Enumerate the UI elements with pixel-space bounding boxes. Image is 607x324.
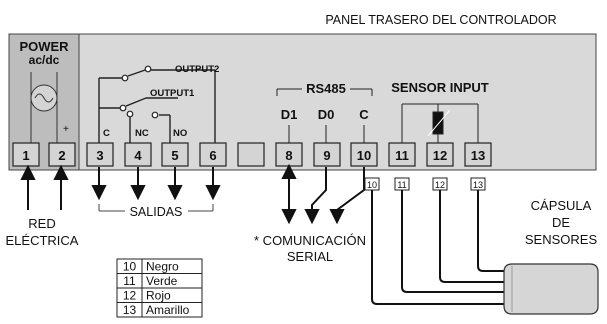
salidas-bracket bbox=[98, 204, 214, 212]
terminal-label: 5 bbox=[171, 148, 178, 163]
rs485-arrows bbox=[281, 163, 365, 225]
capsula-label-line2: DE bbox=[552, 215, 570, 230]
output-arrows bbox=[91, 167, 221, 201]
wire-tags: 10 11 12 13 bbox=[364, 177, 486, 191]
wire-tag-11: 11 bbox=[394, 177, 410, 191]
wire-number: 12 bbox=[123, 289, 137, 303]
wire-color: Negro bbox=[146, 260, 179, 274]
terminal-5: 5 bbox=[161, 142, 189, 167]
relay-nc-label: NC bbox=[135, 128, 149, 139]
wire-tag-13: 13 bbox=[470, 177, 486, 191]
sensor-symbol-icon bbox=[401, 103, 479, 143]
comunicacion-label-line1: * COMUNICACIÓN bbox=[254, 233, 366, 248]
ac-symbol-icon bbox=[30, 72, 58, 143]
red-label-line1: RED bbox=[28, 216, 55, 231]
table-row: 12 Rojo bbox=[123, 289, 171, 303]
capsula-label-line3: SENSORES bbox=[525, 232, 598, 247]
relay-no-label: NO bbox=[173, 128, 187, 139]
terminal-label: 2 bbox=[58, 148, 65, 163]
relay-contacts bbox=[98, 68, 216, 143]
rs485-pin-ticks bbox=[288, 125, 365, 143]
terminal-label: 1 bbox=[22, 148, 29, 163]
wire-tag-label: 13 bbox=[473, 180, 483, 190]
terminal-1: 1 bbox=[12, 142, 40, 167]
rs485-d0-label: D0 bbox=[318, 107, 335, 122]
terminal-blank bbox=[237, 142, 265, 167]
wire-color: Rojo bbox=[146, 289, 171, 303]
terminal-label: 10 bbox=[357, 148, 371, 163]
wire-color: Verde bbox=[146, 274, 178, 288]
power-input-arrows bbox=[20, 164, 69, 210]
rs485-c-label: C bbox=[359, 107, 369, 122]
capsula-label-line1: CÁPSULA bbox=[531, 198, 592, 213]
output2-label: OUTPUT2 bbox=[175, 64, 219, 75]
terminal-13: 13 bbox=[464, 142, 492, 167]
wire-color-table: 10 Negro 11 Verde 12 Rojo 13 Amarillo bbox=[116, 258, 203, 318]
power-subtitle: ac/dc bbox=[29, 53, 60, 67]
terminal-10: 10 bbox=[350, 142, 378, 167]
terminal-label: 13 bbox=[471, 148, 485, 163]
sensor-capsule bbox=[503, 263, 599, 315]
rs485-title: RS485 bbox=[306, 81, 346, 96]
terminal-4: 4 bbox=[124, 142, 152, 167]
terminal-6: 6 bbox=[199, 142, 227, 167]
terminal-11: 11 bbox=[388, 142, 416, 167]
terminal-label: 9 bbox=[323, 148, 330, 163]
wire-number: 11 bbox=[123, 274, 136, 288]
power-plus-sign: + bbox=[63, 124, 69, 135]
terminal-label: 12 bbox=[433, 148, 447, 163]
wire-tag-10: 10 bbox=[364, 177, 380, 191]
relay-contact-dots bbox=[119, 65, 159, 119]
wire-tag-label: 12 bbox=[435, 180, 445, 190]
diagram-title: PANEL TRASERO DEL CONTROLADOR bbox=[325, 13, 556, 27]
comunicacion-label-line2: SERIAL bbox=[287, 249, 333, 264]
power-title: POWER bbox=[19, 39, 69, 54]
wire-number: 10 bbox=[123, 260, 137, 274]
terminal-2: 2 bbox=[48, 142, 76, 167]
rs485-d1-label: D1 bbox=[281, 107, 298, 122]
wire-tag-label: 11 bbox=[397, 180, 406, 190]
salidas-label: SALIDAS bbox=[130, 205, 183, 219]
sensor-input-title: SENSOR INPUT bbox=[391, 80, 489, 95]
table-row: 10 Negro bbox=[123, 260, 179, 274]
wire-color: Amarillo bbox=[146, 303, 190, 317]
table-row: 13 Amarillo bbox=[123, 303, 190, 317]
wire-tag-12: 12 bbox=[432, 177, 448, 191]
terminal-label: 3 bbox=[96, 148, 103, 163]
terminal-label: 6 bbox=[209, 148, 216, 163]
rs485-bracket bbox=[276, 88, 373, 96]
terminal-9: 9 bbox=[313, 142, 341, 167]
terminal-3: 3 bbox=[86, 142, 114, 167]
terminal-label: 4 bbox=[134, 148, 142, 163]
wire-tag-label: 10 bbox=[367, 180, 377, 190]
terminal-label: 11 bbox=[395, 148, 409, 163]
wire-number: 13 bbox=[123, 303, 137, 317]
red-label-line2: ELÉCTRICA bbox=[6, 233, 79, 248]
relay-c-label: C bbox=[103, 128, 110, 139]
sensor-cables bbox=[371, 190, 527, 305]
terminal-label: 8 bbox=[285, 148, 292, 163]
terminal-8: 8 bbox=[275, 142, 303, 167]
terminal-12: 12 bbox=[426, 142, 454, 167]
output1-label: OUTPUT1 bbox=[150, 88, 195, 99]
table-row: 11 Verde bbox=[123, 274, 177, 288]
